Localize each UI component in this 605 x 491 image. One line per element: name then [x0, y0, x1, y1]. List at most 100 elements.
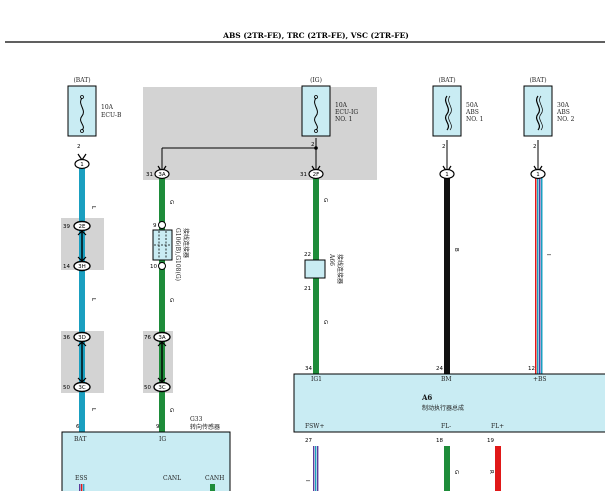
svg-text:21: 21	[304, 286, 311, 292]
fuse-abs-no1: (BAT) 50A ABS NO. 1 2	[432, 77, 483, 150]
a6-name: 制动执行器总成	[422, 404, 464, 412]
a6-pin-fsw: FSW+	[305, 423, 324, 430]
a6-id: A6	[421, 393, 432, 402]
svg-text:2F: 2F	[313, 172, 320, 178]
svg-text:27: 27	[305, 438, 312, 444]
wire-label-c1c: L	[90, 408, 96, 412]
fuse-pin: 2	[442, 144, 446, 150]
wire-green-fl-minus	[444, 446, 450, 491]
junction-c1-pair2: 36 3D 50 3C	[63, 331, 91, 393]
svg-text:10: 10	[150, 264, 157, 270]
g33-pin-ess: ESS	[75, 475, 88, 482]
connector-a66-id: A66	[328, 253, 335, 266]
svg-text:34: 34	[305, 366, 312, 372]
connector-c2-top: 3A 31	[146, 165, 170, 180]
connector-a66: 22 21 A66 接线连接器	[304, 252, 344, 292]
svg-text:1: 1	[80, 162, 84, 168]
svg-text:3C: 3C	[158, 385, 165, 391]
svg-text:G: G	[453, 470, 459, 474]
fuse-name: ABS	[465, 109, 479, 116]
g33-pin-ig: IG	[159, 436, 166, 443]
fuse-name2: NO. 2	[557, 116, 575, 123]
wire-label-c2a: G	[168, 200, 174, 204]
fuse-name: ABS	[556, 109, 570, 116]
fuse-name2: NO. 1	[335, 116, 352, 123]
wire-label-c4: B	[453, 248, 459, 252]
a6-pin-bs: +BS	[533, 376, 547, 383]
fuse-name: ECU-IG	[335, 109, 358, 116]
svg-text:14: 14	[63, 264, 70, 270]
a6-pin-bm: BM	[441, 376, 452, 383]
wire-label-c3a: G	[322, 198, 328, 202]
svg-text:76: 76	[144, 335, 151, 341]
svg-text:19: 19	[487, 438, 494, 444]
svg-text:3H: 3H	[78, 264, 86, 270]
a6-pin-fl-minus: FL-	[441, 423, 451, 430]
wire-red-fl-plus	[495, 446, 501, 491]
g33-steering-sensor: 6 9 BAT IG G33 转向传感器 ESS CANL CANH	[61, 416, 231, 491]
svg-text:31: 31	[146, 172, 153, 178]
fuse-name2: NO. 1	[466, 116, 483, 123]
svg-text:9: 9	[153, 223, 157, 229]
a6-pin-ig1: IG1	[311, 376, 322, 383]
svg-text:18: 18	[436, 438, 443, 444]
svg-text:9: 9	[156, 424, 160, 430]
connector-g106-desc: 接线连接器	[182, 228, 190, 258]
connector-g106-id: G106(B),G108(G)	[174, 228, 181, 281]
fuse-ecu-b: (BAT) 10A ECU-B 2	[67, 77, 122, 150]
fuse-source: (BAT)	[73, 77, 90, 84]
fuse-rating: 10A	[101, 104, 114, 111]
svg-text:I: I	[304, 480, 310, 482]
svg-text:12: 12	[528, 366, 535, 372]
svg-text:39: 39	[63, 224, 70, 230]
g33-pin-canl: CANL	[163, 475, 181, 482]
fuse-abs-no2: (BAT) 30A ABS NO. 2 2	[523, 77, 575, 150]
wire-label-c3b: G	[322, 320, 328, 324]
fuse-pin: 2	[311, 142, 315, 148]
svg-text:1: 1	[445, 172, 449, 178]
svg-text:36: 36	[63, 335, 70, 341]
ig-region	[143, 87, 377, 180]
svg-text:3C: 3C	[78, 385, 85, 391]
svg-text:50: 50	[63, 385, 70, 391]
fuse-rating: 50A	[466, 102, 479, 109]
svg-text:R: R	[488, 470, 494, 474]
connector-g106-g108: 9 10 G106(B),G108(G) 接线连接器	[150, 221, 190, 281]
wire-blue-c1	[79, 168, 85, 491]
a6-pin-fl-plus: FL+	[491, 423, 504, 430]
connector-c5-top: 1	[530, 165, 546, 180]
fuse-pin: 2	[77, 144, 81, 150]
wire-label-c2c: G	[168, 408, 174, 412]
fuse-rating: 30A	[557, 102, 570, 109]
fuse-source: (BAT)	[438, 77, 455, 84]
g33-pin-bat: BAT	[74, 436, 86, 443]
connector-c3-top: 2F 31	[300, 165, 324, 180]
svg-text:6: 6	[76, 424, 80, 430]
junction-c2-pair: 76 3A 50 3C	[144, 331, 171, 393]
fuse-name: ECU-B	[101, 112, 122, 119]
wire-black-c4	[444, 178, 450, 374]
junction-c1-pair1: 39 2E 14 3H	[63, 220, 91, 272]
a6-brake-actuator: 34 24 12 IG1 BM +BS A6 制动执行器总成 FSW+ FL- …	[293, 366, 605, 444]
svg-text:22: 22	[304, 252, 311, 258]
fuse-pin: 2	[533, 144, 537, 150]
g33-pin-canh: CANH	[205, 475, 224, 482]
svg-text:3D: 3D	[78, 335, 86, 341]
wire-label-c5: I	[545, 254, 551, 256]
svg-text:1: 1	[536, 172, 540, 178]
page-title: ABS (2TR-FE), TRC (2TR-FE), VSC (2TR-FE)	[222, 31, 409, 40]
fuse-source: (IG)	[310, 77, 322, 84]
svg-text:24: 24	[436, 366, 443, 372]
svg-text:31: 31	[300, 172, 307, 178]
connector-c4-top: 1	[439, 165, 455, 180]
fuse-rating: 10A	[335, 102, 348, 109]
svg-text:50: 50	[144, 385, 151, 391]
wire-label-c2b: G	[168, 298, 174, 302]
connector-a66-desc: 接线连接器	[336, 254, 344, 284]
fuse-source: (BAT)	[529, 77, 546, 84]
wire-label-c1b: L	[90, 298, 96, 302]
wire-label-c1a: L	[90, 206, 96, 210]
fuse-ecu-ig-no1: (IG) 10A ECU-IG NO. 1 2	[301, 77, 358, 148]
g33-name: 转向传感器	[190, 423, 220, 431]
